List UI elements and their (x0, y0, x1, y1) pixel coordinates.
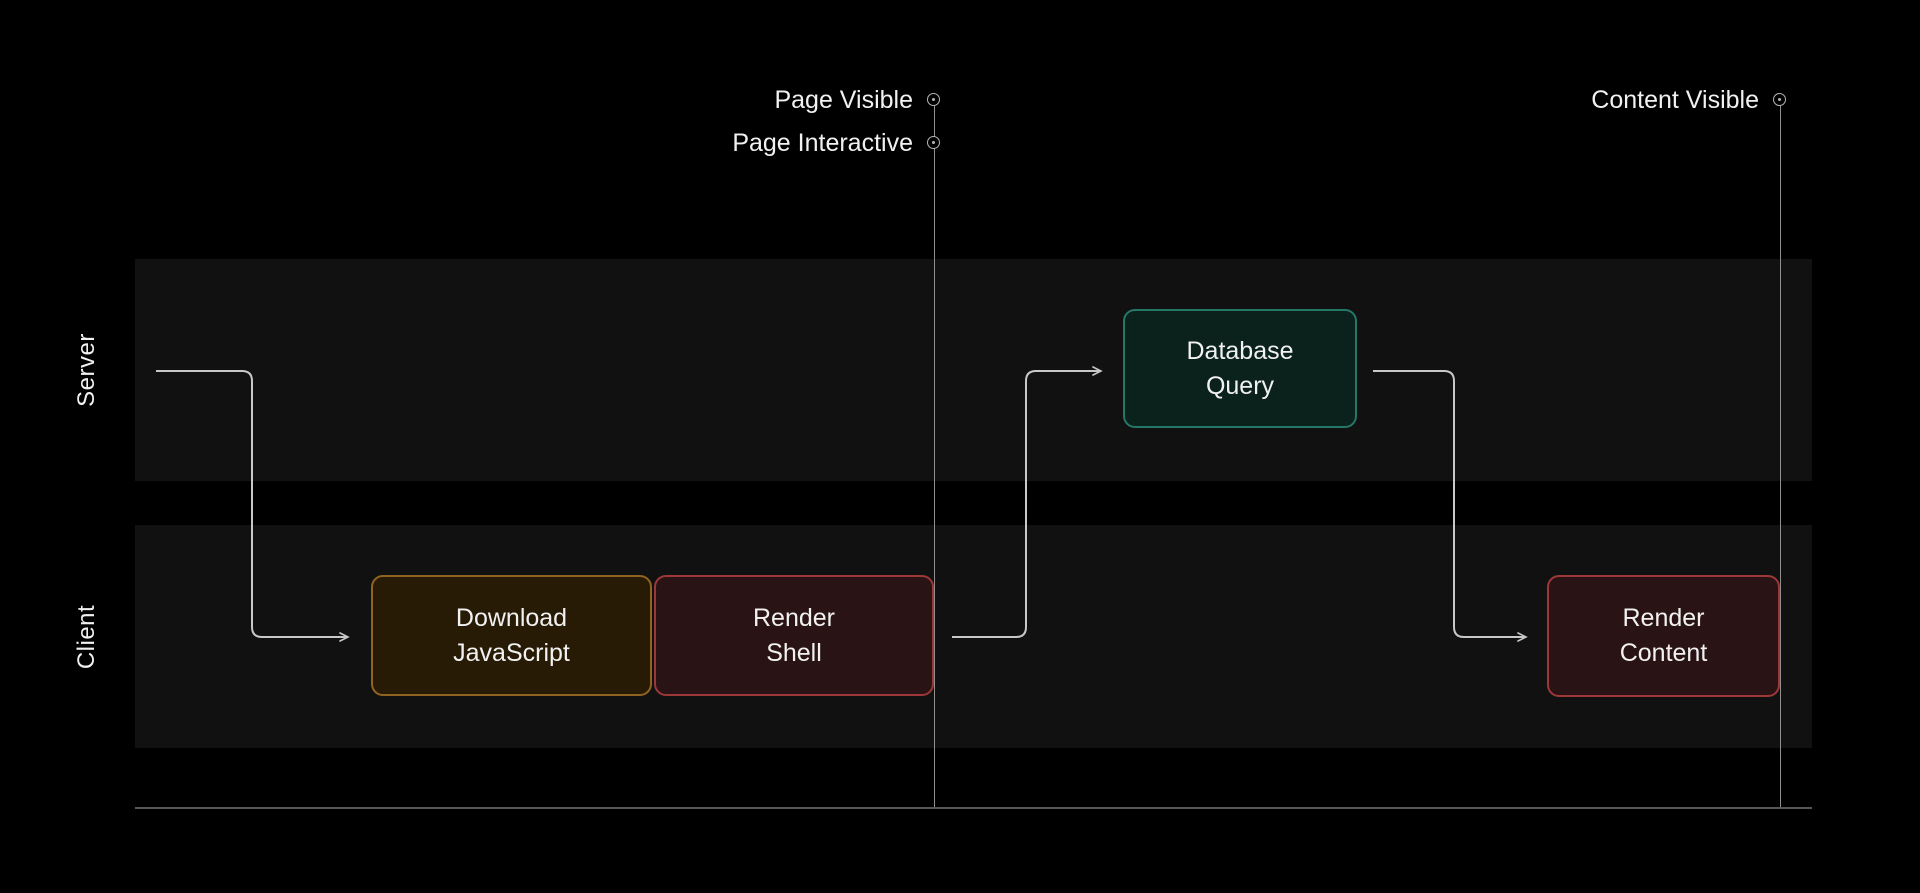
content-milestone-line (1780, 100, 1781, 808)
page-visible-marker-icon (927, 93, 940, 106)
page-interactive-marker-dot (932, 141, 935, 144)
node-download-javascript-line2: JavaScript (453, 638, 570, 667)
page-milestone-line (934, 100, 935, 808)
content-visible-marker-icon (1773, 93, 1786, 106)
node-render-shell-line2: Shell (766, 638, 822, 667)
node-render-content-line1: Render (1622, 604, 1705, 632)
server-lane (135, 259, 1812, 481)
client-lane-label: Client (58, 525, 116, 748)
page-visible-label: Page Visible (774, 86, 913, 114)
content-visible-label: Content Visible (1591, 86, 1759, 114)
page-interactive-marker-icon (927, 136, 940, 149)
node-download-javascript: Download JavaScript (371, 575, 652, 696)
server-lane-label: Server (58, 259, 116, 481)
node-database-query-line1: Database (1186, 336, 1294, 365)
node-database-query-line2: Query (1205, 371, 1275, 400)
server-lane-label-text: Server (73, 333, 100, 407)
page-visible-marker-dot (932, 98, 935, 101)
client-lane-label-text: Client (73, 604, 101, 669)
page-interactive-label: Page Interactive (732, 129, 913, 157)
node-render-shell-line1: Render (753, 603, 835, 632)
node-render-content-line2: Content (1619, 639, 1708, 667)
node-download-javascript-line1: Download (455, 603, 568, 632)
node-render-shell: Render Shell (654, 575, 934, 696)
content-visible-marker-dot (1778, 98, 1781, 101)
node-database-query: Database Query (1123, 309, 1357, 428)
node-render-content: Render Content (1547, 575, 1780, 697)
